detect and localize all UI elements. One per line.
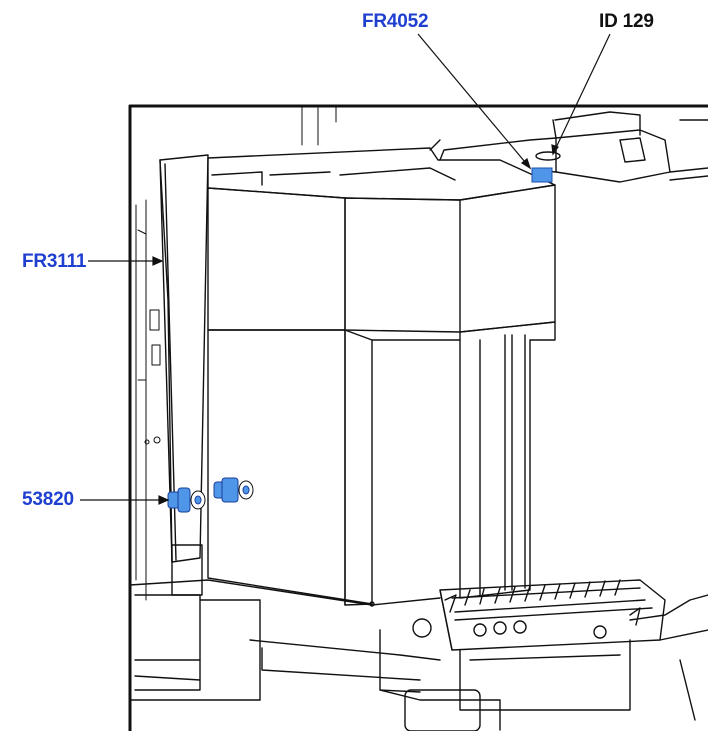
cabinet-frame <box>128 104 708 731</box>
id129-leader <box>552 33 611 155</box>
chute-column <box>459 321 556 599</box>
id129-label: ID 129 <box>599 11 654 32</box>
leader-lines <box>80 33 611 505</box>
hopper-lid <box>207 139 556 201</box>
fr3111-label: FR3111 <box>22 251 87 272</box>
hopper-box <box>207 184 556 607</box>
fr4052-part <box>531 167 553 183</box>
upper-bracket <box>439 111 708 183</box>
part-53820 <box>167 477 254 513</box>
dispense-tray <box>439 579 708 721</box>
fr4052-leader <box>417 33 531 169</box>
bottom-base <box>129 579 501 731</box>
53820-label: 53820 <box>22 489 74 510</box>
fr4052-label: FR4052 <box>362 11 429 32</box>
left-wall-details <box>137 229 161 445</box>
vertical-panel <box>159 154 209 596</box>
